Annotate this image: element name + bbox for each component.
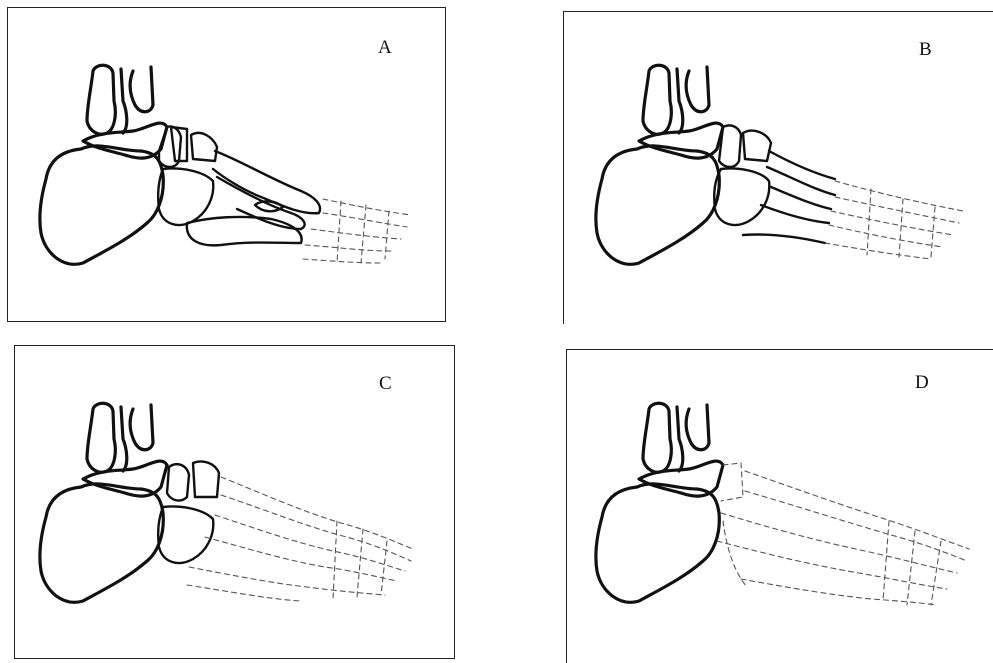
foot-diagram-d (567, 350, 993, 663)
panel-a: A (7, 7, 446, 322)
sesamoid (255, 201, 283, 211)
metatarsal-5 (187, 217, 302, 245)
panel-c: C (14, 345, 455, 659)
cuboid (158, 169, 213, 226)
foot-diagram-c (15, 346, 454, 658)
panel-d: D (566, 349, 993, 663)
calcaneus (40, 146, 164, 264)
foot-diagram-a (8, 8, 445, 321)
cuneiform-2 (191, 133, 217, 161)
foot-diagram-b (564, 12, 993, 324)
tibia (87, 65, 115, 134)
panel-b: B (563, 11, 993, 324)
fibula (121, 67, 153, 133)
